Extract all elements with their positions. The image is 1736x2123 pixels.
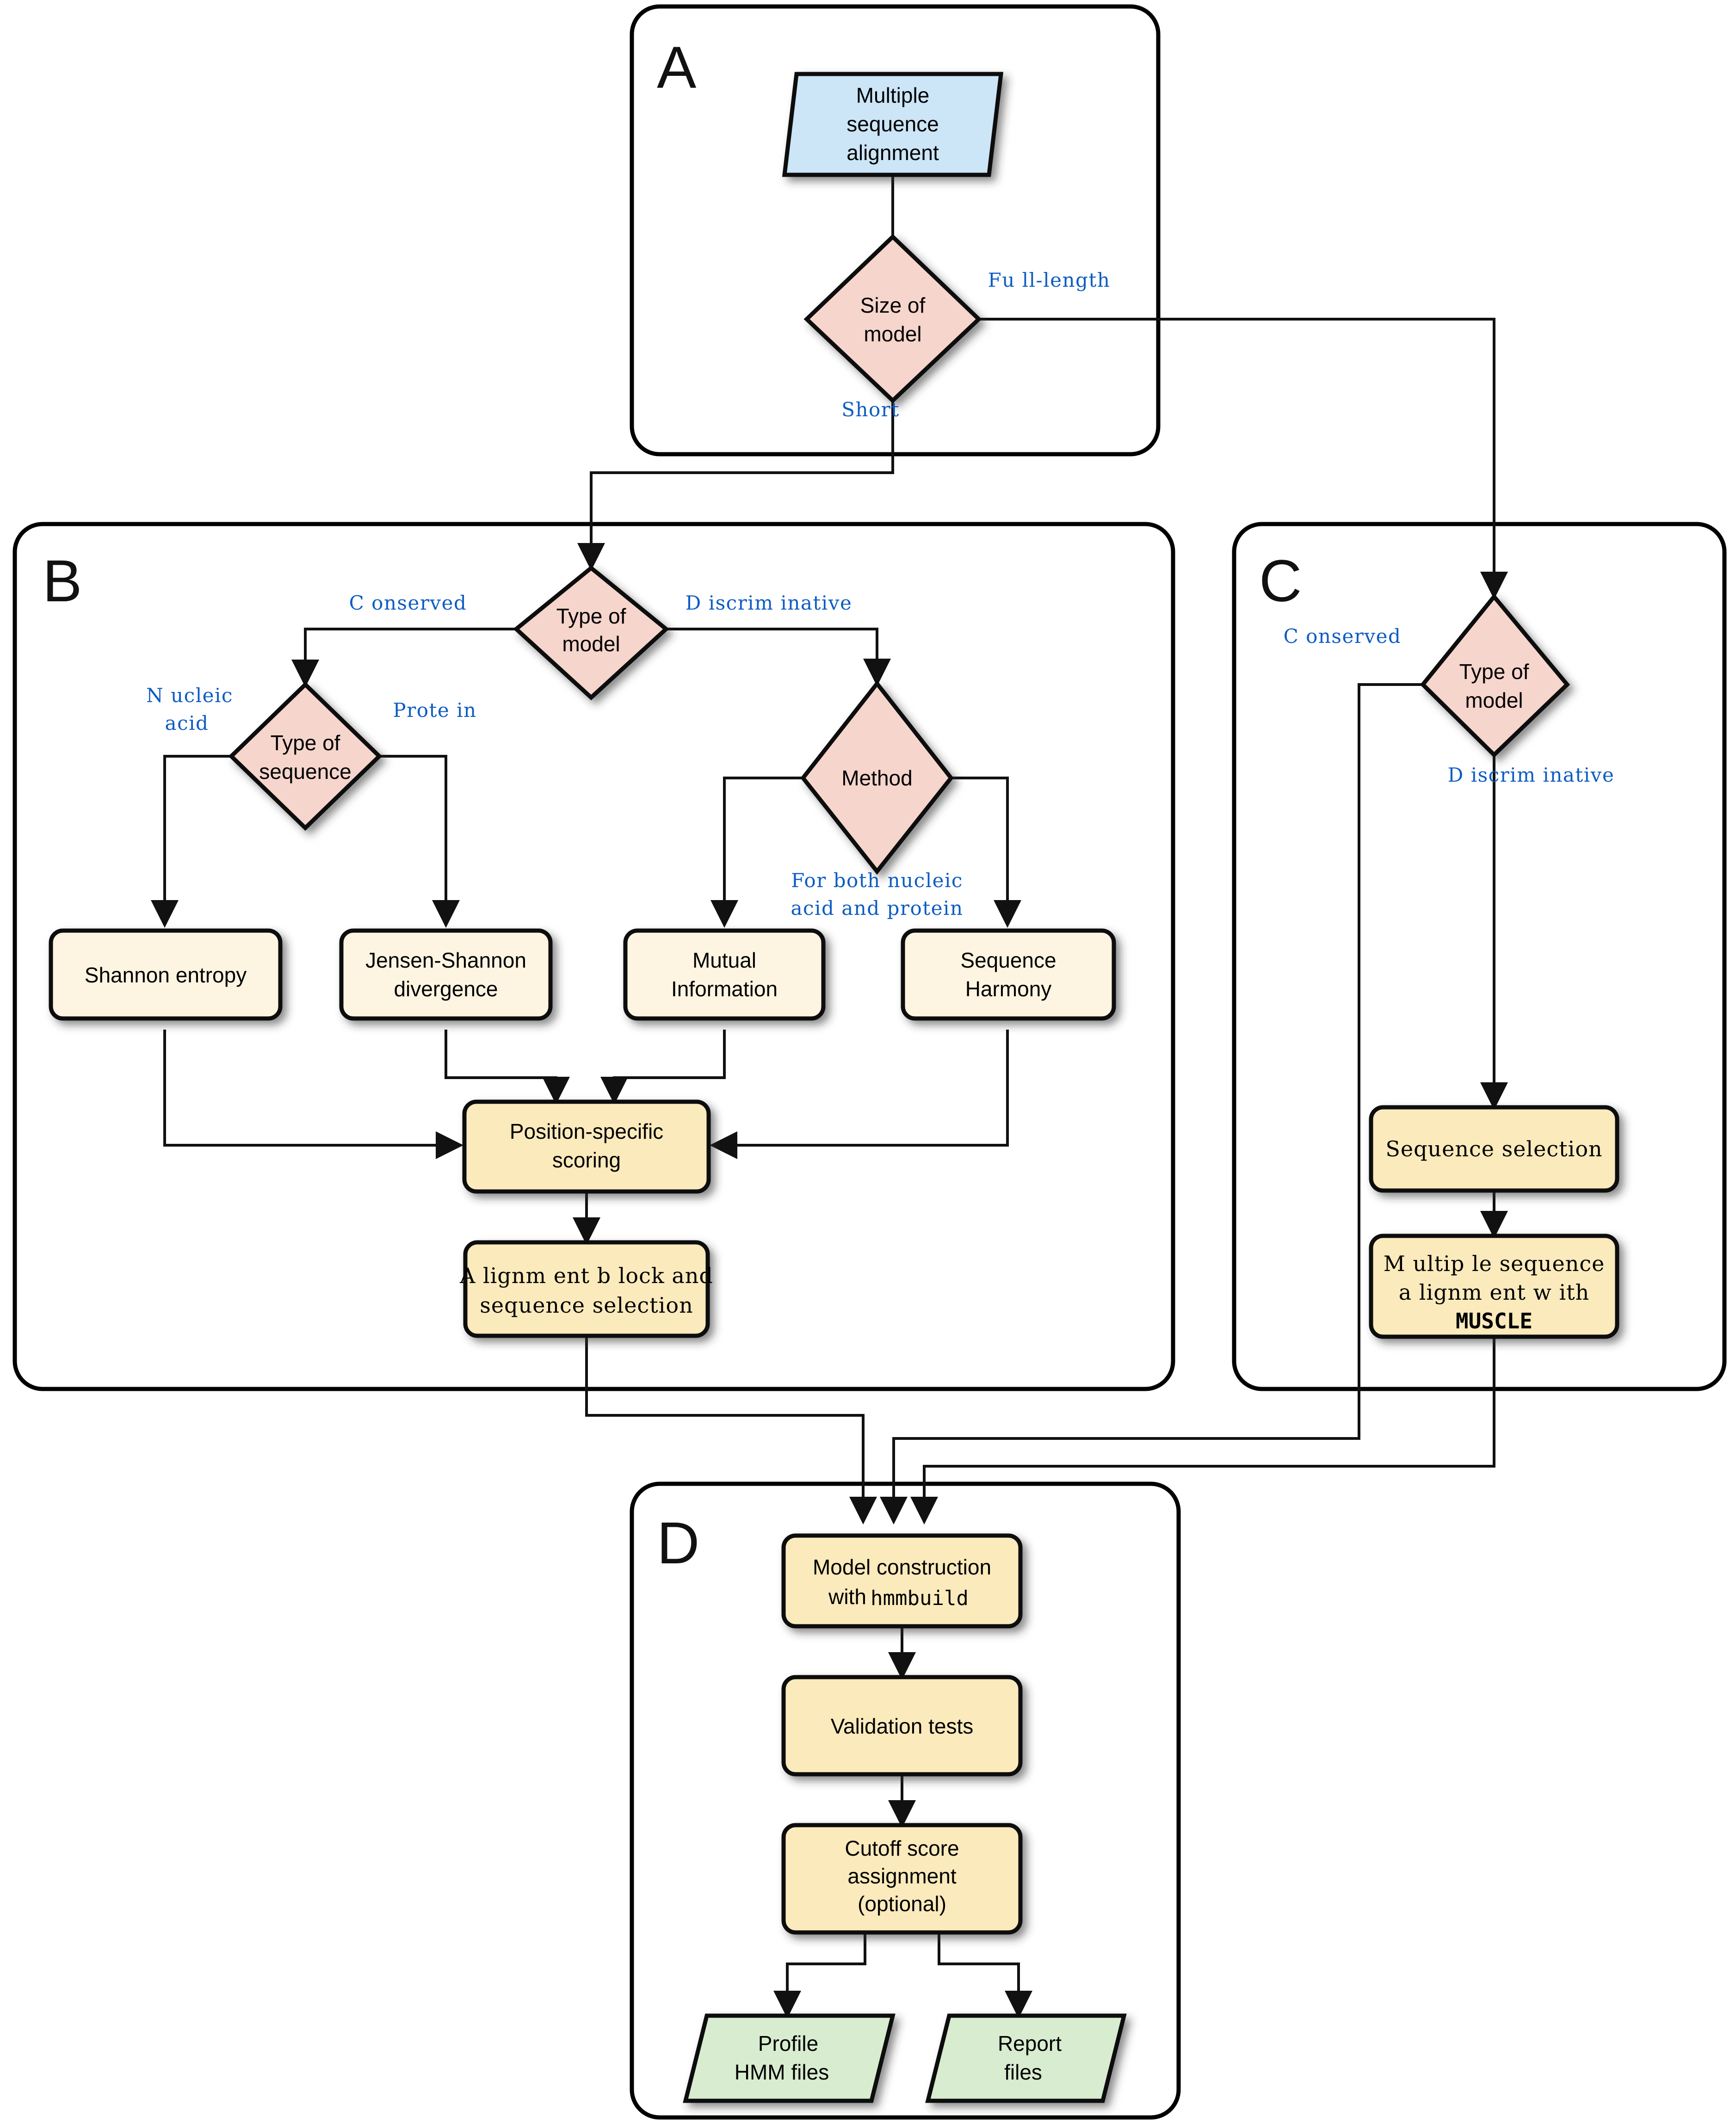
harmony-line-2: Harmony: [965, 977, 1052, 1001]
panel-c-letter: C: [1259, 548, 1302, 614]
panel-b-letter: B: [43, 548, 82, 614]
panel-b-border: [12, 522, 1175, 1391]
position-specific-line-1: Position-specific: [510, 1119, 663, 1143]
panel-b: B: [12, 522, 1175, 1391]
panel-d-letter: D: [657, 1510, 699, 1576]
cutoff-line-3: (optional): [858, 1892, 946, 1916]
muscle-line-2: a lignm ent w ith: [1399, 1280, 1590, 1305]
size-of-model-line-1: Size of: [860, 293, 926, 317]
type-of-model-c-line-2: model: [1465, 688, 1523, 712]
edge-jensen-to-position-specific: [445, 1030, 570, 1105]
shannon-entropy-label: Shannon entropy: [85, 963, 247, 987]
edge-harmony-to-position-specific: [710, 1030, 1009, 1159]
edge-label-full-length: Fu ll-length: [988, 269, 1111, 291]
edge-label-short: Short: [841, 398, 900, 421]
model-construction-line-1: Model construction: [813, 1555, 991, 1579]
node-position-specific-scoring[interactable]: Position-specific scoring: [462, 1099, 711, 1194]
edge-conserved-c-to-panel-d: [880, 683, 1426, 1524]
type-of-sequence-line-2: sequence: [259, 759, 352, 784]
node-jensen-shannon-divergence[interactable]: Jensen-Shannon divergence: [339, 928, 553, 1021]
edge-method-to-sequence-harmony: [948, 777, 1021, 928]
edge-label-conserved-c: C onserved: [1284, 625, 1402, 648]
jensen-line-2: divergence: [394, 977, 498, 1001]
node-mutual-information[interactable]: Mutual Information: [623, 928, 826, 1021]
hmmbuild-tool-name: hmmbuild: [871, 1586, 969, 1610]
panel-c: C: [1232, 522, 1727, 1391]
edge-nucleic-acid-to-shannon: [151, 755, 234, 928]
edge-muscle-to-panel-d: [910, 1337, 1495, 1524]
edge-label-for-both-1: For both nucleic: [791, 869, 963, 892]
node-type-of-model-c[interactable]: Type of model: [1420, 593, 1570, 758]
sequence-selection-label: Sequence selection: [1385, 1136, 1602, 1161]
muscle-tool-name: MUSCLE: [1456, 1308, 1532, 1333]
node-type-of-model-b[interactable]: Type of model: [513, 565, 669, 701]
muscle-line-1: M ultip le sequence: [1384, 1251, 1605, 1276]
node-method[interactable]: Method: [800, 680, 954, 875]
edge-label-nucleic-acid-1: N ucleic: [146, 684, 233, 707]
panel-d-border: [630, 1481, 1181, 2120]
edge-label-conserved-b: C onserved: [349, 592, 467, 614]
edge-label-discriminative-b: D iscrim inative: [686, 592, 853, 614]
alignment-block-line-2: sequence selection: [480, 1293, 693, 1318]
cutoff-line-1: Cutoff score: [845, 1836, 959, 1860]
node-validation-tests[interactable]: Validation tests: [781, 1675, 1023, 1777]
msa-line-2: sequence: [846, 112, 939, 136]
node-report-files[interactable]: Report files: [925, 2013, 1127, 2103]
edge-label-discriminative-c: D iscrim inative: [1448, 764, 1615, 786]
type-of-model-c-line-1: Type of: [1459, 660, 1529, 684]
edge-label-nucleic-acid-2: acid: [165, 712, 209, 734]
edge-discriminative-to-method: [662, 628, 891, 686]
report-files-line-2: files: [1004, 2060, 1042, 2084]
node-sequence-harmony[interactable]: Sequence Harmony: [901, 928, 1116, 1021]
node-msa-with-muscle[interactable]: M ultip le sequence a lignm ent w ith MU…: [1369, 1234, 1619, 1339]
panel-a: A: [630, 4, 1161, 457]
validation-tests-label: Validation tests: [831, 1714, 974, 1738]
model-construction-prefix: with: [828, 1585, 866, 1609]
panel-d: D: [630, 1481, 1181, 2120]
edge-alignment-block-to-panel-d: [585, 1336, 877, 1524]
edge-protein-to-jensen-shannon: [377, 755, 460, 928]
profile-hmm-line-2: HMM files: [735, 2060, 829, 2084]
edge-method-to-mutual-information: [710, 777, 806, 928]
position-specific-line-2: scoring: [552, 1148, 621, 1172]
edge-label-protein: Prote in: [393, 699, 476, 722]
type-of-model-b-line-1: Type of: [556, 604, 626, 628]
node-type-of-sequence[interactable]: Type of sequence: [228, 681, 383, 831]
node-profile-hmm-files[interactable]: Profile HMM files: [683, 2013, 896, 2103]
node-size-of-model[interactable]: Size of model: [803, 234, 982, 404]
edge-label-for-both-2: acid and protein: [791, 897, 963, 920]
method-label: Method: [841, 766, 912, 790]
profile-hmm-line-1: Profile: [758, 2031, 818, 2055]
edge-cutoff-to-profile-hmm-files: [773, 1932, 866, 2018]
edge-fulllength-to-panel-c: [923, 318, 1508, 599]
cutoff-line-2: assignment: [847, 1864, 956, 1888]
type-of-model-b-line-2: model: [562, 632, 620, 656]
msa-line-3: alignment: [846, 141, 939, 165]
node-sequence-selection[interactable]: Sequence selection: [1369, 1105, 1619, 1193]
panel-a-border: [630, 4, 1161, 457]
node-cutoff-score-assignment[interactable]: Cutoff score assignment (optional): [781, 1823, 1023, 1935]
type-of-sequence-line-1: Type of: [271, 731, 340, 755]
report-files-line-1: Report: [998, 2031, 1062, 2055]
jensen-line-1: Jensen-Shannon: [365, 948, 526, 972]
edge-shannon-to-position-specific: [163, 1030, 463, 1159]
mutual-line-2: Information: [671, 977, 778, 1001]
edge-cutoff-to-report-files: [938, 1932, 1032, 2018]
node-alignment-block-and-sequence-selection[interactable]: A lignm ent b lock and sequence selectio…: [459, 1240, 713, 1338]
mutual-line-1: Mutual: [692, 948, 756, 972]
node-shannon-entropy[interactable]: Shannon entropy: [49, 928, 283, 1021]
edge-short-to-panel-b: [577, 401, 894, 571]
panel-c-border: [1232, 522, 1727, 1391]
alignment-block-line-1: A lignm ent b lock and: [459, 1263, 713, 1288]
harmony-line-1: Sequence: [960, 948, 1056, 972]
size-of-model-line-2: model: [864, 322, 921, 346]
msa-line-1: Multiple: [856, 83, 930, 107]
edge-mutual-to-position-specific: [600, 1030, 726, 1105]
panel-a-letter: A: [657, 35, 697, 101]
edge-conserved-to-type-of-sequence: [291, 628, 520, 687]
node-multiple-sequence-alignment[interactable]: Multiple sequence alignment: [782, 72, 1004, 177]
node-model-construction[interactable]: Model construction with hmmbuild: [781, 1533, 1023, 1629]
